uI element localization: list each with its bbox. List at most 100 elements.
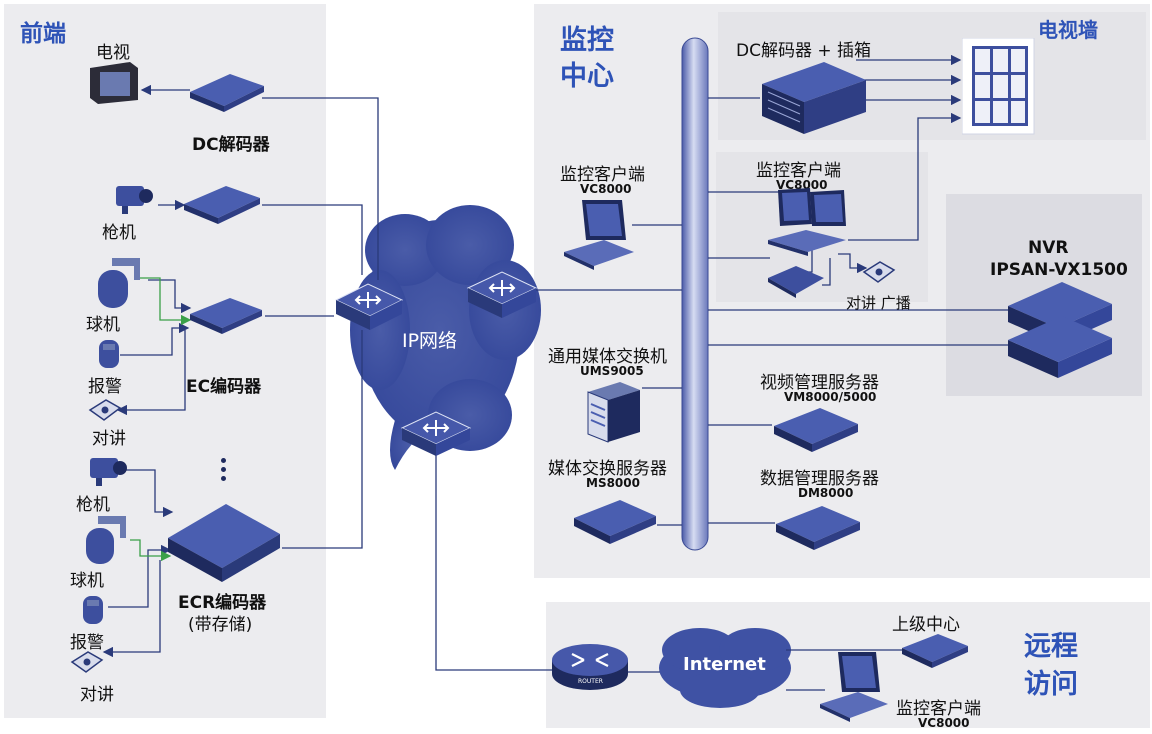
alarm-2-label: 报警: [70, 633, 104, 653]
keyboard-icon: [768, 266, 824, 298]
remote-client-label: 监控客户端: [896, 699, 981, 719]
intercom-icon: [70, 651, 104, 673]
remote-client-model: VC8000: [918, 716, 970, 730]
switch-bottom[interactable]: [400, 408, 472, 462]
upper-center-label: 上级中心: [892, 615, 960, 635]
tv-label: 电视: [96, 43, 130, 63]
upper-center-server[interactable]: [898, 630, 972, 674]
dm-server[interactable]: [772, 502, 864, 558]
gun-camera-2[interactable]: [80, 454, 130, 492]
ums-label: 通用媒体交换机: [548, 347, 667, 367]
intercom-1-label: 对讲: [92, 429, 126, 449]
intercom-center[interactable]: [862, 260, 896, 290]
ecr-encoder-label: ECR编码器: [178, 593, 267, 613]
remote-client-pc[interactable]: [816, 650, 892, 726]
nvr-storage[interactable]: [1004, 276, 1116, 384]
dome-camera-icon: [86, 516, 126, 564]
tv-icon: [90, 62, 138, 104]
keyboard-controller[interactable]: [766, 264, 826, 304]
alarm-2[interactable]: [80, 592, 106, 630]
gun-camera-icon: [90, 458, 127, 486]
dm-model: DM8000: [798, 486, 854, 500]
vm-model: VM8000/5000: [784, 390, 877, 404]
client2-label: 监控客户端: [756, 161, 841, 181]
intercom-icon: [88, 399, 122, 421]
dc-decoder-chassis[interactable]: [758, 58, 870, 140]
client2-model: VC8000: [776, 178, 828, 192]
vm-server[interactable]: [770, 404, 862, 458]
tv-wall-icon: [961, 37, 1035, 135]
chassis-icon: [762, 62, 866, 134]
monitor-center-title-line1: 监控: [560, 25, 614, 56]
dome-camera-1[interactable]: [92, 252, 148, 316]
front-title: 前端: [20, 21, 66, 47]
ec-decoder-top[interactable]: [180, 180, 264, 230]
internet-cloud-shape: [659, 628, 791, 708]
dc-decoder-front-label: DC解码器: [192, 135, 270, 155]
nvr-label: NVR: [1028, 238, 1069, 258]
internet-label: Internet: [683, 654, 766, 675]
more-devices-ellipsis: [221, 458, 227, 481]
switch-right[interactable]: [466, 268, 538, 324]
ecr-encoder[interactable]: [164, 498, 284, 588]
ecr-encoder-note: (带存储): [188, 615, 253, 635]
monitor-center-title-line2: 中心: [560, 61, 614, 92]
front-panel: [4, 4, 326, 718]
remote-title-line1: 远程: [1024, 631, 1078, 662]
intercom-broadcast-label: 对讲 广播: [846, 294, 911, 312]
switch-left[interactable]: [334, 280, 404, 336]
intercom-2[interactable]: [70, 650, 104, 678]
gun-camera-icon: [116, 186, 153, 214]
storage-icon: [1008, 282, 1112, 378]
client2-pc[interactable]: [766, 186, 850, 262]
dome-camera-2[interactable]: [80, 512, 136, 572]
ec-encoder[interactable]: [186, 294, 266, 338]
decoder-icon: [190, 74, 264, 112]
ums-model: UMS9005: [580, 364, 644, 378]
gun-camera-1-label: 枪机: [102, 223, 136, 243]
ms-model: MS8000: [586, 476, 640, 490]
ums-switch[interactable]: [584, 378, 644, 450]
gun-camera-2-label: 枪机: [76, 495, 110, 515]
remote-title-line2: 访问: [1024, 669, 1078, 700]
dome-camera-icon: [98, 258, 140, 308]
server-icon: [774, 408, 858, 452]
ecr-encoder-icon: [168, 504, 280, 582]
client1-pc[interactable]: [560, 196, 638, 276]
intercom-1[interactable]: [88, 398, 122, 426]
alarm-1-label: 报警: [88, 377, 122, 397]
router-label: ROUTER: [578, 678, 603, 685]
ipsan-label: IPSAN-VX1500: [990, 260, 1128, 280]
server-icon: [776, 506, 860, 550]
server-icon: [574, 500, 656, 544]
switch-icon: [400, 411, 472, 456]
ms-label: 媒体交换服务器: [548, 459, 667, 479]
gun-camera-1[interactable]: [106, 182, 156, 220]
client1-model: VC8000: [580, 182, 632, 196]
tv-device[interactable]: [86, 58, 142, 110]
intercom-2-label: 对讲: [80, 685, 114, 705]
tv-wall[interactable]: [961, 37, 1036, 140]
intercom-icon: [862, 261, 896, 283]
alarm-1[interactable]: [96, 336, 122, 374]
media-switch-icon: [587, 382, 640, 443]
dc-decoder-box-label: DC解码器 + 插箱: [736, 41, 872, 61]
ip-network-label: IP网络: [402, 330, 458, 352]
monitor-icon: [820, 652, 888, 722]
vm-label: 视频管理服务器: [760, 373, 879, 393]
dome-camera-2-label: 球机: [70, 571, 104, 591]
monitor-icon: [564, 200, 634, 270]
dome-camera-1-label: 球机: [86, 315, 120, 335]
tvwall-title: 电视墙: [1038, 18, 1098, 42]
decoder-icon: [184, 186, 260, 224]
dc-decoder-front[interactable]: [186, 68, 266, 116]
alarm-icon: [83, 596, 103, 624]
router[interactable]: ROUTER: [550, 640, 630, 696]
client1-label: 监控客户端: [560, 165, 645, 185]
server-icon: [902, 634, 968, 668]
ms-server[interactable]: [570, 494, 660, 552]
ec-encoder-label: EC编码器: [186, 377, 262, 397]
switch-icon: [466, 271, 538, 318]
encoder-icon: [190, 298, 262, 334]
